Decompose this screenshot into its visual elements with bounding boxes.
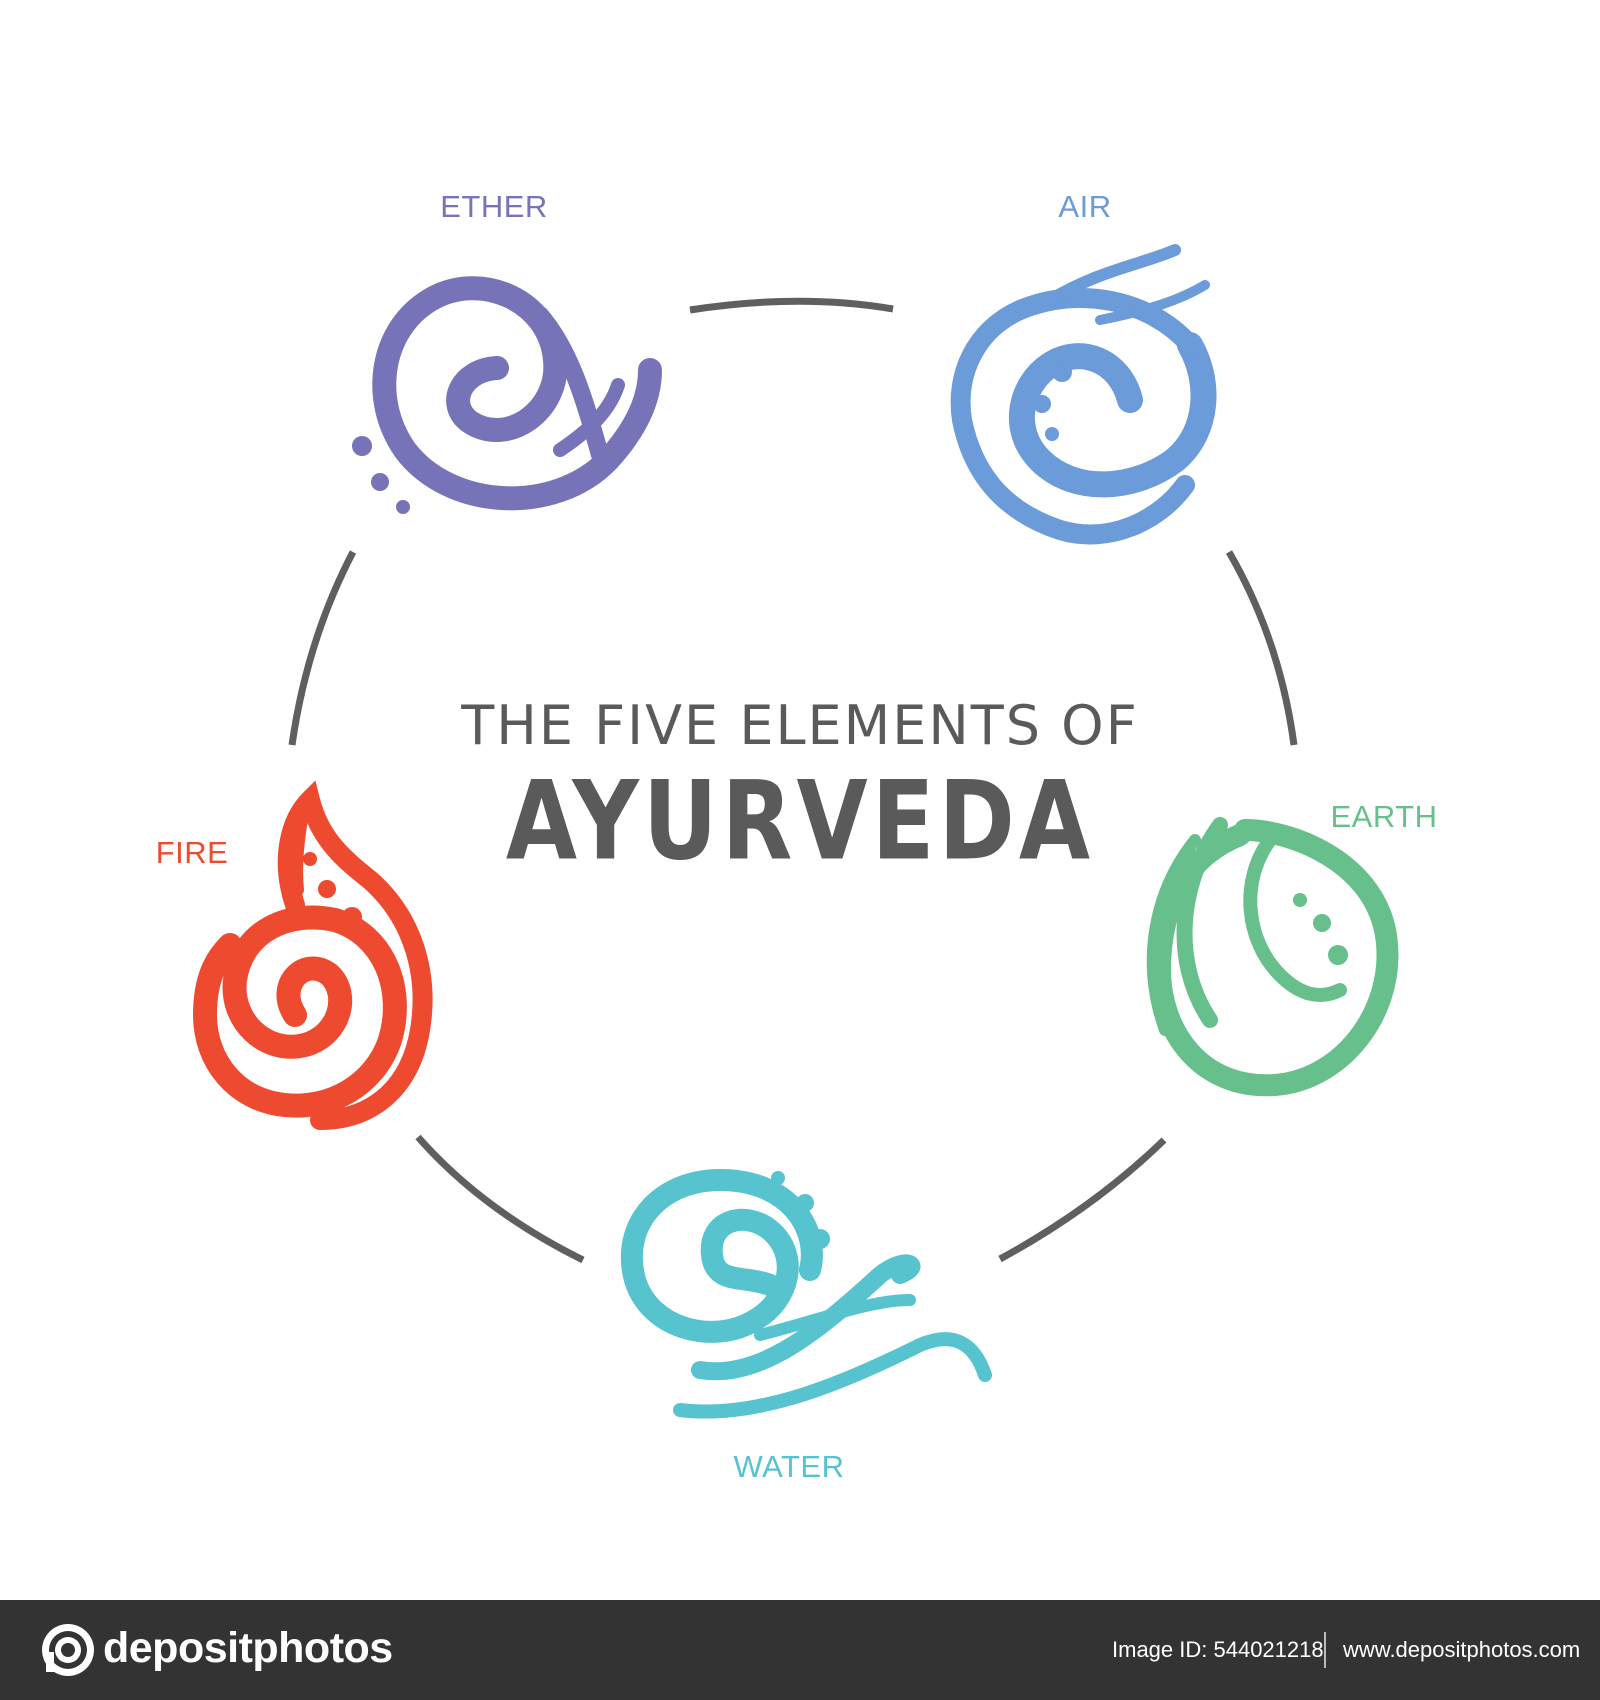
water-label: WATER <box>733 1449 845 1484</box>
five-elements-diagram: ETHER AIR EARTH WATER FIRE THE FIVE ELEM… <box>155 189 1438 1484</box>
connector-fire-ether <box>288 550 357 746</box>
water-wave-icon <box>620 1168 992 1419</box>
footer-divider <box>1324 1632 1326 1668</box>
air-wind-swirl-icon <box>950 244 1217 545</box>
fire-label: FIRE <box>155 835 229 870</box>
diagram-canvas <box>192 244 1399 1419</box>
ether-label: ETHER <box>440 189 548 224</box>
site-url: www.depositphotos.com <box>1343 1637 1581 1662</box>
connector-air-earth <box>1225 550 1298 746</box>
earth-label: EARTH <box>1330 799 1438 834</box>
ether-spiral-icon <box>352 276 662 514</box>
connector-earth-water <box>998 1137 1167 1263</box>
footer-bar: depositphotos Image ID: 544021218 www.de… <box>0 1600 1600 1700</box>
connector-water-fire <box>415 1134 585 1264</box>
fire-flame-drop-icon <box>192 780 433 1130</box>
air-label: AIR <box>1058 189 1112 224</box>
image-id: Image ID: 544021218 <box>1112 1637 1324 1662</box>
brand-name: depositphotos <box>103 1624 393 1672</box>
connector-ether-air <box>689 297 894 314</box>
earth-leaf-drop-icon <box>1146 817 1399 1097</box>
title-line-2: AYURVEDA <box>505 758 1095 885</box>
camera-logo-icon <box>42 1624 94 1676</box>
title-line-1: THE FIVE ELEMENTS OF <box>461 694 1139 757</box>
